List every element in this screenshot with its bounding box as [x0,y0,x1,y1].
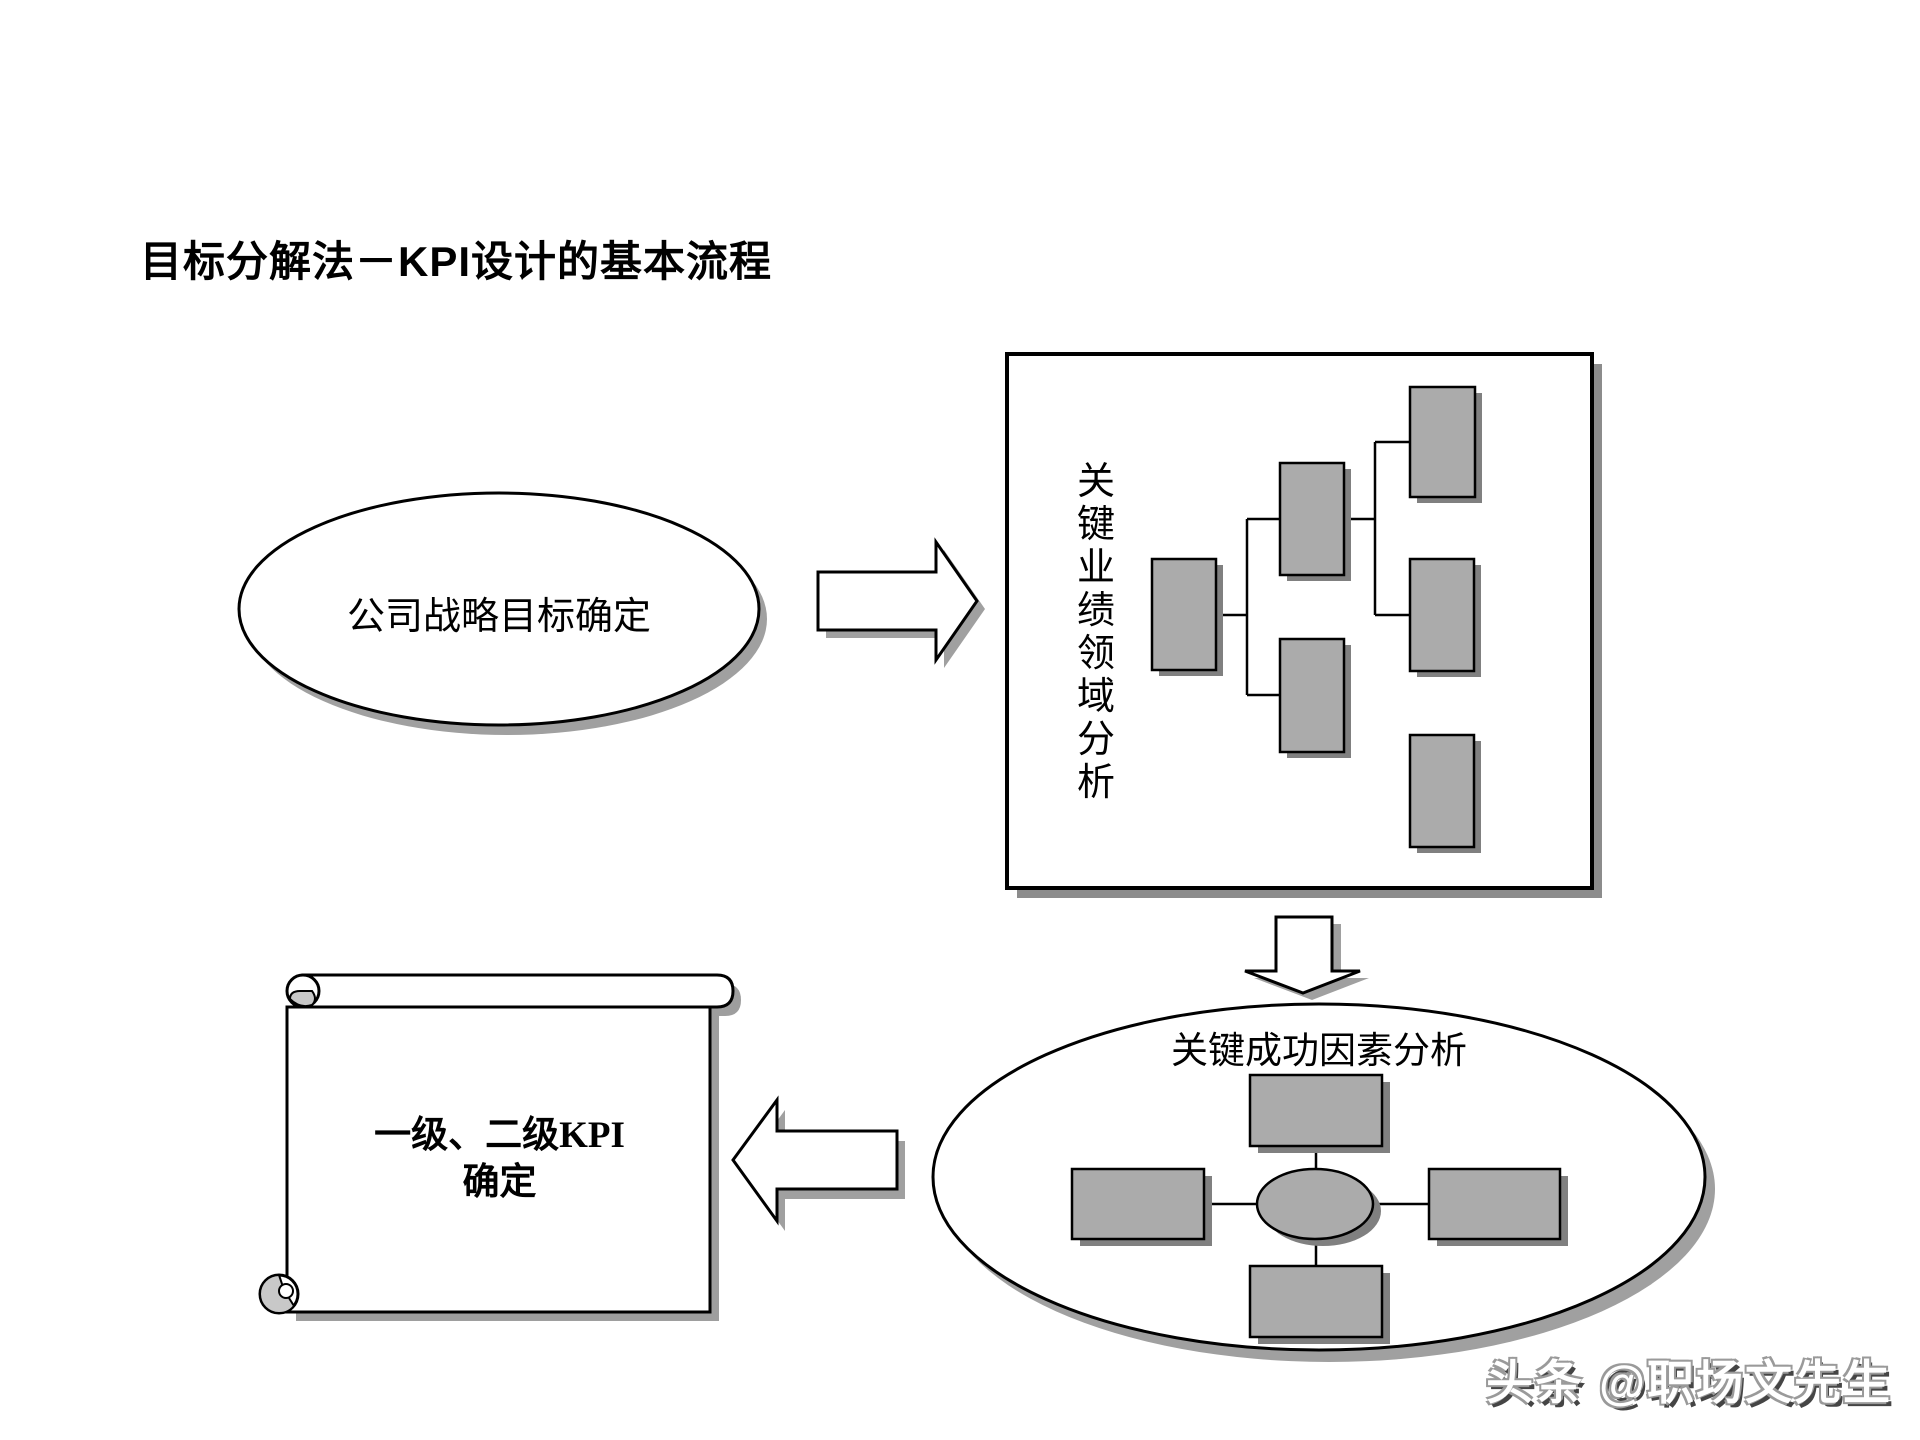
tree-node-right-top [1408,385,1482,503]
arrow-down-icon [1244,915,1369,1000]
tree-node-right-bottom [1408,733,1481,853]
tree-node-box [1408,385,1477,499]
arrow-right-shape [816,537,979,665]
arrow-right-icon [816,537,985,668]
arrow-left-shape [731,1095,899,1226]
csf-hub [1255,1167,1381,1246]
tree-node-mid-top [1278,461,1351,581]
kpa-vertical-label: 关键业绩领域分析 [1076,461,1115,804]
scroll-top-curl-fill [288,990,316,1008]
watermark: 头条 @职场文先生 [1486,1356,1892,1409]
csf-factor-left [1070,1167,1212,1246]
kpa-box-shape [1005,352,1594,890]
csf-factor-top [1248,1073,1390,1153]
strategy-ellipse-shape [237,491,761,727]
arrow-left-icon [731,1095,905,1231]
kpi-label-line2: 确定 [462,1162,537,1203]
kpi-scroll-node [258,973,741,1321]
csf-ellipse-node [931,1002,1715,1362]
factor-box [1248,1073,1384,1148]
csf-node-label: 关键成功因素分析 [1171,1031,1467,1072]
scroll-body [285,1005,712,1314]
scroll-bottom-curl-inner [278,1283,294,1299]
factor-box [1248,1264,1384,1339]
tree-connectors [1216,440,1410,697]
factor-box [1427,1167,1562,1241]
tree-node-box [1408,557,1476,673]
tree-node-root [1150,557,1223,676]
hub-spokes [1204,1146,1429,1266]
scroll-bottom-curl-fill [259,1273,296,1315]
factor-box [1070,1167,1206,1241]
csf-factor-right [1427,1167,1568,1246]
scroll-top-roll [301,973,735,1009]
csf-factor-bottom [1248,1264,1390,1344]
arrow-down-shape [1244,915,1361,995]
tree-node-box [1150,557,1218,672]
hub-ellipse [1255,1167,1375,1241]
page-title: 目标分解法－KPI设计的基本流程 [140,238,773,285]
tree-node-right-mid [1408,557,1481,677]
kpa-box-node [1005,352,1602,898]
kpi-node-label: 一级、二级KPI 确定 [289,1112,710,1206]
kpi-label-line1: 一级、二级KPI [374,1115,625,1156]
strategy-ellipse-node [237,491,767,735]
tree-node-box [1278,461,1346,577]
strategy-node-label: 公司战略目标确定 [346,596,651,638]
tree-node-box [1278,637,1346,754]
tree-node-box [1408,733,1476,849]
tree-node-mid-bottom [1278,637,1351,758]
